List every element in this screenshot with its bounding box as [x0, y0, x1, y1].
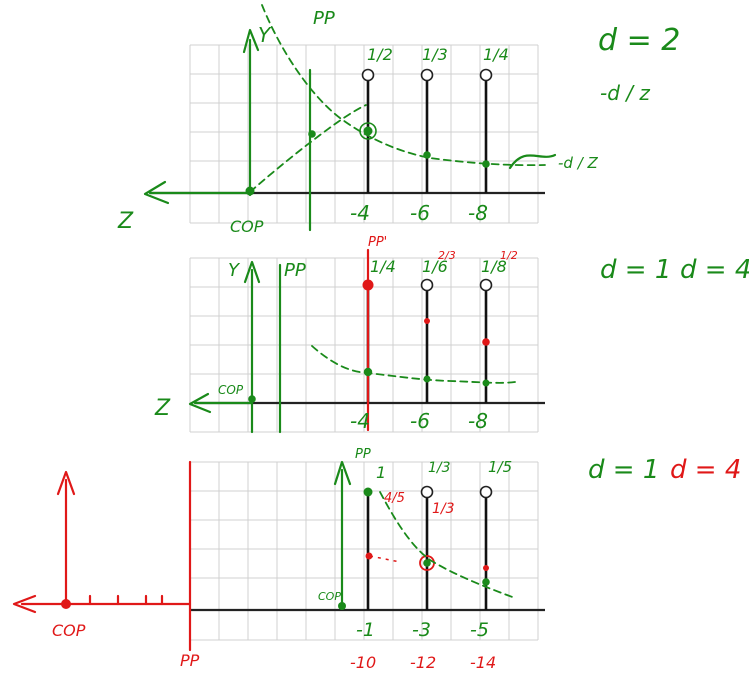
top-pp-point	[308, 130, 316, 138]
top-curve-label: -d / Z	[558, 154, 599, 172]
bottom-red-z-arrow	[12, 594, 192, 614]
bottom-point-2	[423, 559, 431, 567]
top-panel: Y PP Z COP 1/2 1/3 1/4 -4 -6 -8 -d / Z	[117, 4, 599, 236]
note-bottom-d4: d = 4	[670, 455, 741, 485]
note-bottom-d1: d = 1	[588, 455, 659, 485]
top-tick-label-2: -6	[410, 201, 430, 225]
middle-y-label: Y	[228, 260, 241, 281]
bottom-pp-red-label: PP	[180, 651, 200, 670]
bottom-cop-green-label: COP	[318, 590, 341, 603]
top-projection-ray	[249, 104, 367, 193]
bottom-panel: PP COP COP PP 1 1/3 1/5 4/5 1/3 -1 -3 -5…	[12, 447, 545, 672]
bottom-red-ticks	[88, 594, 164, 606]
middle-point-2	[423, 375, 431, 383]
bottom-pp-label: PP	[355, 447, 371, 462]
bottom-stem-label-2: 1/3	[428, 460, 451, 476]
note-middle-d4: d = 4	[680, 255, 749, 285]
middle-red-stem-label-2: 1/2	[500, 249, 518, 262]
top-tick-label-1: -4	[350, 201, 370, 225]
side-notes: d = 2 -d / z d = 1 d = 4 d = 1 d = 4	[588, 23, 749, 485]
middle-pp-label: PP	[284, 260, 306, 281]
top-z-label: Z	[117, 209, 134, 234]
middle-point-1	[363, 367, 373, 377]
top-hyperbola-curve	[261, 4, 546, 167]
bottom-green-cop-point	[338, 602, 346, 610]
middle-red-point-2	[424, 318, 430, 324]
middle-point-3	[482, 379, 490, 387]
middle-stem-label-1: 1/4	[370, 257, 396, 276]
middle-red-point-3	[482, 338, 490, 346]
bottom-cop-red-label: COP	[52, 621, 86, 640]
top-point-1	[363, 126, 373, 136]
bottom-red-y-arrow	[56, 470, 76, 606]
bottom-red-point-1	[365, 552, 373, 560]
top-curve-tail	[508, 153, 557, 170]
middle-z-label: Z	[154, 396, 171, 421]
top-y-label: Y	[258, 23, 272, 47]
note-top-formula: -d / z	[600, 81, 650, 105]
middle-stem-2-tip	[420, 278, 434, 292]
bottom-red-stem-label-1: 4/5	[384, 491, 405, 506]
bottom-red-stem-label-2: 1/3	[432, 501, 455, 517]
top-z-axis-arrow	[143, 180, 252, 205]
top-tick-label-3: -8	[468, 201, 488, 225]
top-pp-label: PP	[313, 8, 335, 29]
bottom-tick-label-3: -5	[470, 619, 489, 641]
bottom-red-tick-label-3: -14	[470, 653, 496, 672]
middle-red-pp-label: PP'	[368, 235, 387, 250]
bottom-panel-grid	[189, 461, 539, 641]
bottom-red-dash	[369, 555, 401, 563]
bottom-red-cop-point	[61, 599, 71, 609]
top-point-1-circle	[359, 122, 377, 140]
bottom-stem-3-tip	[479, 485, 493, 499]
middle-tick-label-2: -6	[410, 409, 430, 433]
middle-cop-label: COP	[218, 383, 244, 397]
top-stem-label-3: 1/4	[483, 45, 509, 64]
note-middle-d1: d = 1	[600, 255, 671, 285]
bottom-stem-2-tip	[420, 485, 434, 499]
bottom-point-1	[363, 487, 373, 497]
bottom-green-y-arrow	[333, 460, 352, 608]
note-top-d-value: d = 2	[598, 23, 680, 58]
top-stem-1-tip	[361, 68, 375, 82]
middle-z-axis-arrow	[188, 392, 254, 414]
top-cop-point	[245, 186, 255, 196]
bottom-red-tick-label-1: -10	[350, 653, 376, 672]
bottom-tick-label-2: -3	[412, 619, 431, 641]
middle-stem-label-2: 1/6	[422, 257, 448, 276]
middle-red-point-1	[362, 279, 374, 291]
middle-tick-label-3: -8	[468, 409, 488, 433]
middle-hyperbola-curve	[311, 345, 516, 384]
top-cop-label: COP	[230, 217, 264, 236]
middle-y-axis-arrow	[243, 260, 261, 434]
top-point-3	[482, 160, 490, 168]
bottom-point-3	[482, 578, 490, 586]
bottom-stem-label-3: 1/5	[488, 458, 512, 476]
top-point-2	[423, 151, 431, 159]
bottom-hyperbola-curve	[379, 491, 516, 599]
top-stem-label-1: 1/2	[367, 45, 393, 64]
middle-stem-label-3: 1/8	[481, 257, 507, 276]
middle-panel: Y PP PP' Z COP 1/4 1/6 1/8 2/3 1/2 -4 -6…	[154, 235, 545, 434]
bottom-stem-label-1: 1	[376, 463, 386, 482]
middle-stem-3-tip	[479, 278, 493, 292]
top-stem-2-tip	[420, 68, 434, 82]
middle-tick-label-1: -4	[350, 409, 370, 433]
bottom-red-tick-label-2: -12	[410, 653, 436, 672]
bottom-red-point-3	[483, 565, 489, 571]
top-y-axis-arrow	[242, 28, 260, 197]
top-stem-3-tip	[479, 68, 493, 82]
top-stem-label-2: 1/3	[422, 45, 448, 64]
middle-red-stem-label-1: 2/3	[438, 249, 456, 262]
bottom-tick-label-1: -1	[356, 619, 375, 641]
middle-cop-point	[248, 395, 256, 403]
